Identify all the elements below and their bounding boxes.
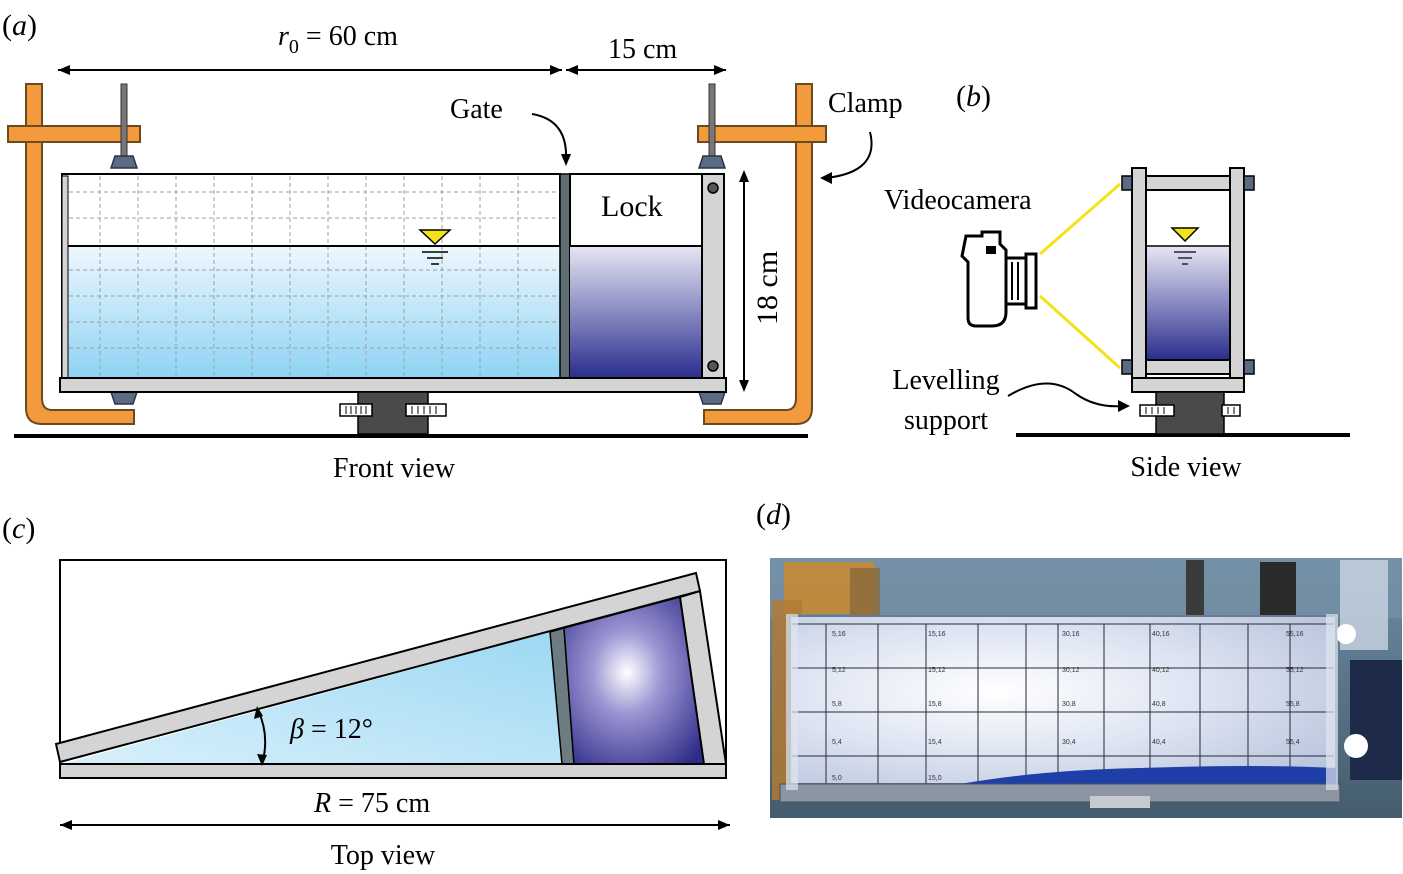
beta-label: β = 12° <box>289 714 373 745</box>
left-clamp <box>7 83 141 425</box>
photo-tick-label: 15,0 <box>928 775 942 782</box>
photo-tick-label: 15,16 <box>928 631 946 638</box>
tank-base <box>59 377 727 393</box>
panel-letter-a: (a) <box>2 9 37 42</box>
photo-tick-label: 5,4 <box>832 739 842 746</box>
levelling-label-line1: Levelling <box>892 365 999 396</box>
photo-grid <box>792 623 1334 784</box>
photo-gravity-current <box>960 766 1336 784</box>
photo-tick-label: 55,12 <box>1286 667 1304 674</box>
end-wall <box>701 173 725 379</box>
free-surface-symbol <box>418 229 452 265</box>
front-view-caption: Front view <box>333 453 456 484</box>
measurement-grid <box>62 176 560 376</box>
photo-tick-label: 40,8 <box>1152 701 1166 708</box>
panel-letter-b: (b) <box>956 80 991 113</box>
tank-side <box>1121 167 1255 393</box>
photo-tick-label: 30,12 <box>1062 667 1080 674</box>
photo-tick-label: 30,16 <box>1062 631 1080 638</box>
photo-tick-labels: 5,16 15,16 30,16 40,16 55,16 5,12 15,12 30,12 40… <box>832 631 1304 782</box>
photo-tick-label: 55,4 <box>1286 739 1300 746</box>
gate-label: Gate <box>450 94 503 125</box>
photo-tick-label: 55,8 <box>1286 701 1300 708</box>
camera-view-line-bottom <box>1038 294 1122 370</box>
photo-tick-label: 40,4 <box>1152 739 1166 746</box>
panel-a-front-view: (a) <box>2 9 903 484</box>
levelling-pointer <box>1007 382 1123 408</box>
side-view-caption: Side view <box>1130 452 1242 483</box>
top-view-base-wall <box>59 763 727 779</box>
lock-dense-fluid <box>570 246 702 378</box>
panel-letter-d: (d) <box>756 498 791 531</box>
photo-tick-label: 30,8 <box>1062 701 1076 708</box>
right-clamp <box>697 83 827 425</box>
photo-tick-label: 5,16 <box>832 631 846 638</box>
photo-tick-label: 5,12 <box>832 667 846 674</box>
videocamera-label: Videocamera <box>884 185 1032 216</box>
levelling-support-front <box>339 391 447 435</box>
ambient-water <box>62 246 560 378</box>
videocamera-icon <box>960 230 1038 328</box>
r0-label: r0 = 60 cm <box>278 21 398 58</box>
lock-label: Lock <box>601 190 663 223</box>
photo-tick-label: 55,16 <box>1286 631 1304 638</box>
top-view-inclined-wall <box>54 571 702 764</box>
levelling-support-side <box>1139 391 1241 435</box>
panel-b-side-view: (b) <box>884 80 1350 483</box>
photo-tick-label: 40,12 <box>1152 667 1170 674</box>
height-label: 18 cm <box>751 251 784 325</box>
clamp-label: Clamp <box>828 88 903 119</box>
photo-tick-label: 5,0 <box>832 775 842 782</box>
dimension-arrows-a <box>58 65 873 392</box>
photo-tick-label: 5,8 <box>832 701 842 708</box>
photo-tick-label: 15,8 <box>928 701 942 708</box>
photo-tick-label: 40,16 <box>1152 631 1170 638</box>
photo-tick-label: 30,4 <box>1062 739 1076 746</box>
camera-view-line-top <box>1039 182 1121 256</box>
tank-front <box>59 173 727 393</box>
top-view-water <box>62 632 562 764</box>
lock-length-label: 15 cm <box>608 34 677 65</box>
photo-tick-label: 15,12 <box>928 667 946 674</box>
photo-tick-label: 15,4 <box>928 739 942 746</box>
panel-c-top-view: (c) β = 12° R = 75 cm Top view <box>2 512 730 871</box>
side-dense-fluid <box>1146 246 1230 360</box>
top-view-caption: Top view <box>331 840 436 871</box>
photo-tank <box>789 615 1337 785</box>
gate <box>559 173 571 379</box>
levelling-label-line2: support <box>904 405 988 436</box>
R-label: R = 75 cm <box>313 788 430 819</box>
panel-letter-c: (c) <box>2 512 35 545</box>
